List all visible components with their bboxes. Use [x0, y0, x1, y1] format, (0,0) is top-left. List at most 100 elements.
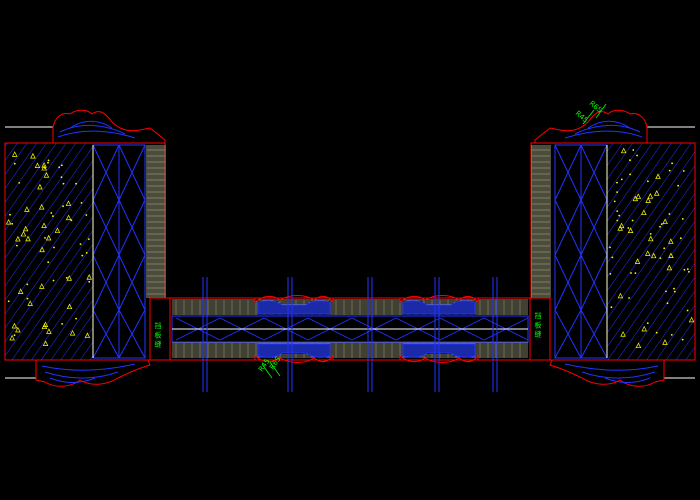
left-wall-fill [5, 143, 93, 360]
aggregate-triangle [46, 328, 52, 334]
aggregate-dot [677, 184, 679, 187]
aggregate-triangle [41, 222, 47, 228]
aggregate-dot [65, 276, 68, 279]
aggregate-triangle [24, 206, 30, 212]
aggregate-dot [679, 237, 682, 240]
aggregate-triangle [9, 334, 15, 341]
left-bottom-molding [35, 359, 151, 387]
aggregate-dot [673, 290, 676, 293]
left-wall-section: 挡 板 缝 [4, 109, 171, 387]
aggregate-dot [613, 200, 616, 203]
aggregate-dot [671, 162, 673, 165]
aggregate-triangle [666, 264, 673, 271]
panel-molding-bottom-left [254, 354, 334, 363]
aggregate-dot [610, 306, 613, 309]
aggregate-dot [609, 273, 612, 275]
aggregate-dot [668, 213, 671, 215]
right-bottom-molding [549, 359, 665, 387]
aggregate-triangle [634, 258, 641, 264]
aggregate-dot [616, 191, 618, 194]
aggregate-dot [646, 322, 649, 324]
right-veneer-hatch [531, 145, 551, 298]
aggregate-dot [61, 323, 63, 325]
right-frame-studs [554, 144, 608, 359]
aggregate-triangle [653, 190, 660, 196]
aggregate-triangle [635, 342, 642, 349]
aggregate-dot [627, 227, 630, 229]
aggregate-dot [659, 257, 662, 259]
aggregate-triangle [41, 164, 47, 171]
right-wall-section: 挡 板 缝 [529, 109, 696, 387]
aggregate-triangle [69, 329, 76, 336]
aggregate-dot [620, 178, 623, 181]
aggregate-dot [616, 219, 619, 222]
left-bottom-molding-grain [41, 363, 136, 383]
door-vertical-mullions [202, 277, 498, 392]
aggregate-triangle [34, 162, 41, 168]
aggregate-dot [52, 279, 55, 282]
aggregate-triangle [11, 322, 18, 329]
dim-label-r45-top: R45 [574, 109, 590, 124]
aggregate-triangle [655, 173, 661, 179]
right-bottom-molding-grain [564, 363, 659, 383]
aggregate-dot [666, 302, 669, 305]
aggregate-dot [75, 182, 77, 185]
aggregate-dot [663, 247, 666, 250]
aggregate-dot [609, 246, 611, 249]
aggregate-dot [683, 268, 686, 271]
aggregate-dot [616, 210, 619, 213]
aggregate-dot [53, 246, 55, 249]
left-wall-aggregate [5, 151, 92, 346]
aggregate-dot [632, 149, 635, 151]
aggregate-triangle [662, 218, 668, 225]
aggregate-dot [618, 214, 621, 217]
aggregate-triangle [632, 195, 639, 202]
aggregate-dot [16, 244, 18, 247]
aggregate-dot [88, 280, 91, 283]
aggregate-dot [631, 219, 634, 222]
aggregate-triangle [688, 316, 695, 323]
aggregate-dot [7, 300, 10, 303]
aggregate-dot [670, 334, 673, 336]
aggregate-dot [628, 297, 630, 299]
aggregate-dot [81, 254, 84, 257]
aggregate-dot [688, 270, 690, 273]
aggregate-dot [629, 159, 631, 162]
left-top-molding-grain [57, 120, 136, 139]
aggregate-dot [686, 268, 689, 270]
aggregate-triangle [641, 325, 647, 332]
aggregate-triangle [645, 197, 651, 203]
aggregate-dot [681, 218, 684, 220]
aggregate-triangle [27, 300, 33, 306]
aggregate-triangle [662, 339, 668, 345]
door-leaf-section [169, 277, 531, 392]
aggregate-dot [13, 162, 16, 165]
aggregate-dot [647, 180, 649, 183]
aggregate-dot [649, 233, 652, 235]
aggregate-dot [85, 214, 88, 216]
aggregate-dot [62, 182, 65, 185]
right-wall-fill [607, 143, 695, 360]
aggregate-dot [682, 170, 685, 172]
aggregate-dot [18, 182, 21, 184]
left-frame-studs [92, 144, 146, 359]
aggregate-dot [87, 238, 90, 241]
aggregate-dot [655, 331, 658, 334]
right-edge-mark: 挡 板 缝 [534, 311, 542, 338]
aggregate-triangle [54, 227, 61, 233]
aggregate-dot [52, 215, 54, 218]
aggregate-triangle [668, 252, 674, 259]
aggregate-triangle [41, 323, 48, 330]
aggregate-dot [629, 173, 631, 176]
aggregate-triangle [84, 332, 91, 338]
aggregate-triangle [65, 214, 72, 221]
aggregate-triangle [65, 200, 72, 206]
aggregate-dot [673, 287, 675, 290]
aggregate-triangle [617, 292, 624, 299]
aggregate-dot [13, 334, 16, 337]
aggregate-triangle [38, 203, 45, 210]
aggregate-dot [26, 283, 29, 286]
aggregate-triangle [43, 172, 50, 178]
aggregate-dot [668, 169, 671, 172]
